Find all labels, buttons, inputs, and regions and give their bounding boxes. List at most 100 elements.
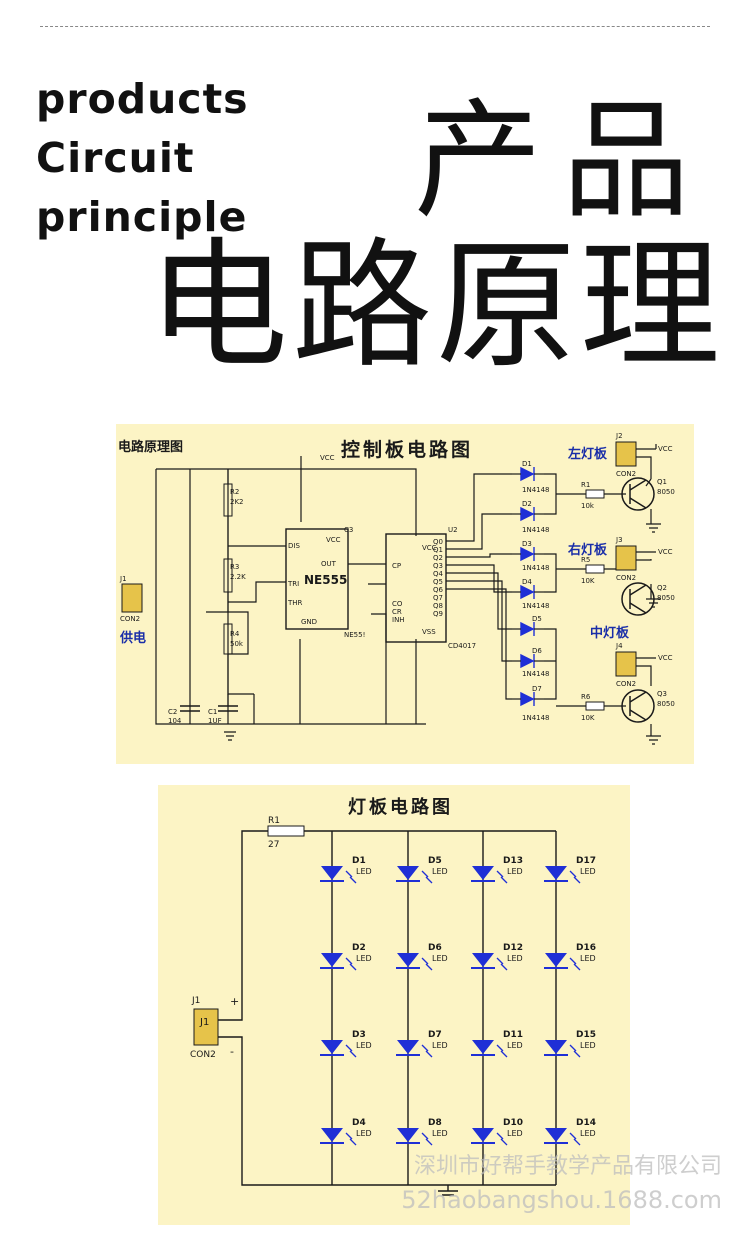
led-label: D14 [576, 1118, 596, 1128]
capacitors [180, 705, 238, 712]
led-type: LED [356, 867, 372, 876]
mid-lamp-label: 中灯板 [590, 625, 630, 641]
svg-text:-: - [230, 1045, 234, 1058]
svg-text:OUT: OUT [321, 560, 337, 568]
chinese-title-line1: 产品 [413, 87, 710, 236]
svg-text:C1: C1 [208, 708, 217, 716]
svg-text:8050: 8050 [657, 594, 675, 602]
led-type: LED [580, 1041, 596, 1050]
svg-text:CON2: CON2 [190, 1050, 216, 1060]
svg-text:Q7: Q7 [433, 594, 443, 602]
svg-text:27: 27 [268, 840, 279, 850]
svg-text:Q0: Q0 [433, 538, 443, 546]
svg-text:C3: C3 [344, 526, 353, 534]
svg-text:Q6: Q6 [433, 586, 444, 594]
led-grid: D1LEDD2LEDD3LEDD4LEDD5LEDD6LEDD7LEDD8LED… [320, 856, 596, 1146]
lamp-small-labels: R1 27 J1 CON2 J1 + - [190, 816, 280, 1060]
led-label: D11 [503, 1030, 523, 1040]
svg-text:R4: R4 [230, 630, 240, 638]
svg-text:J1: J1 [119, 575, 127, 583]
lamp-connector-j4 [615, 651, 637, 677]
resistor-r6 [585, 701, 605, 711]
led-label: D12 [503, 943, 523, 953]
svg-text:1N4148: 1N4148 [522, 526, 550, 534]
led-label: D16 [576, 943, 596, 953]
svg-text:THR: THR [287, 599, 303, 607]
led-type: LED [432, 1129, 448, 1138]
svg-text:D3: D3 [522, 540, 532, 548]
svg-text:R2: R2 [230, 488, 239, 496]
svg-text:Q3: Q3 [433, 562, 443, 570]
led-type: LED [580, 1129, 596, 1138]
led-type: LED [507, 1041, 523, 1050]
svg-text:D6: D6 [532, 647, 542, 655]
led-label: D3 [352, 1030, 366, 1040]
svg-text:TRI: TRI [287, 580, 299, 588]
led-label: D13 [503, 856, 523, 866]
svg-text:1N4148: 1N4148 [522, 602, 550, 610]
svg-text:VCC: VCC [658, 654, 673, 662]
svg-text:NE55!: NE55! [344, 631, 365, 639]
svg-text:Q4: Q4 [433, 570, 444, 578]
svg-text:Q1: Q1 [657, 478, 667, 486]
svg-text:CR: CR [392, 608, 402, 616]
lamp-connector-j1 [193, 1008, 219, 1046]
left-lamp-label: 左灯板 [568, 446, 608, 462]
svg-text:J2: J2 [615, 432, 623, 440]
led-type: LED [432, 1041, 448, 1050]
led-label: D6 [428, 943, 442, 953]
svg-text:VSS: VSS [422, 628, 436, 636]
ne555-label: NE555 [304, 573, 347, 587]
svg-text:1N4148: 1N4148 [522, 564, 550, 572]
led-type: LED [432, 867, 448, 876]
svg-text:1N4148: 1N4148 [522, 714, 550, 722]
lamp-connector-j2 [615, 441, 637, 467]
led-label: D7 [428, 1030, 442, 1040]
control-board-schematic: 电路原理图 控制板电路图 供电 左灯板 右灯板 中灯板 J1 CON2 J2 C… [116, 424, 694, 764]
led-label: D17 [576, 856, 596, 866]
led-type: LED [580, 954, 596, 963]
led-type: LED [507, 1129, 523, 1138]
svg-text:R1: R1 [268, 816, 280, 826]
svg-text:CO: CO [392, 600, 403, 608]
svg-text:CON2: CON2 [616, 680, 636, 688]
led-label: D5 [428, 856, 442, 866]
resistor-r3 [223, 558, 233, 593]
svg-text:INH: INH [392, 616, 405, 624]
svg-text:D2: D2 [522, 500, 532, 508]
lamp-wires [218, 830, 557, 1196]
led-label: D10 [503, 1118, 523, 1128]
lamp-board-title: 灯板电路图 [348, 796, 453, 818]
svg-text:D5: D5 [532, 615, 542, 623]
svg-text:CP: CP [392, 562, 401, 570]
ne555-chip [285, 528, 349, 630]
watermark-company: 深圳市好帮手教学产品有限公司 [413, 1154, 722, 1179]
svg-text:D4: D4 [522, 578, 532, 586]
svg-text:J3: J3 [615, 536, 623, 544]
control-board-title: 控制板电路图 [341, 438, 473, 461]
led-type: LED [356, 1129, 372, 1138]
svg-text:CON2: CON2 [120, 615, 140, 623]
svg-text:10k: 10k [581, 502, 595, 510]
svg-text:104: 104 [168, 717, 182, 725]
svg-text:J4: J4 [615, 642, 623, 650]
led-label: D15 [576, 1030, 596, 1040]
power-label: 供电 [119, 630, 146, 646]
svg-text:1N4148: 1N4148 [522, 486, 550, 494]
led-type: LED [507, 954, 523, 963]
svg-text:2.2K: 2.2K [230, 573, 246, 581]
svg-text:Q3: Q3 [657, 690, 667, 698]
title-en-line2: Circuit [36, 134, 195, 182]
resistor-r5 [585, 564, 605, 574]
svg-text:10K: 10K [581, 714, 595, 722]
watermark-url: 52haobangshou.1688.com [401, 1186, 722, 1214]
svg-text:Q9: Q9 [433, 610, 443, 618]
